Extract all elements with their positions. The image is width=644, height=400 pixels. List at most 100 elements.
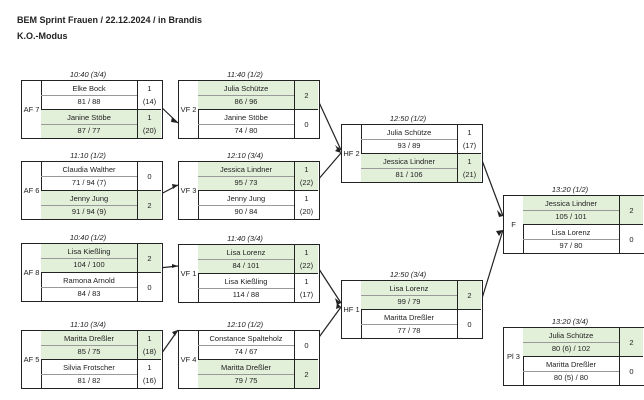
player-name: Julia Schütze <box>361 127 457 140</box>
player-score: 99 / 79 <box>397 297 421 306</box>
player-sets: 2 <box>458 281 481 310</box>
sets-value: 1 <box>467 157 472 166</box>
match-code: AF 5 <box>22 331 42 388</box>
sets-diff: (22) <box>299 261 314 270</box>
player-sets: 2 <box>620 328 643 357</box>
player-score: 74 / 80 <box>234 126 258 135</box>
match-time: 12:10 (3/4) <box>226 151 264 160</box>
match-time: 12:50 (3/4) <box>389 270 427 279</box>
match-time: 12:10 (1/2) <box>226 320 264 329</box>
sets-diff: (18) <box>142 347 157 356</box>
player-sets: 2 <box>295 360 318 388</box>
sets-value: 2 <box>467 290 472 300</box>
sets-value: 1 <box>467 128 472 137</box>
player-sets: 1(22) <box>295 162 318 191</box>
sets-diff: (14) <box>142 97 157 106</box>
sets-diff: (17) <box>462 141 477 150</box>
player-sets: 1 (18) <box>138 331 161 360</box>
match-time: 11:40 (3/4) <box>227 234 263 243</box>
player-sets: 1(22) <box>295 245 318 274</box>
match-time: 13:20 (3/4) <box>551 317 589 326</box>
sets-value: 2 <box>304 90 309 100</box>
player-sets: 0 <box>620 225 643 253</box>
player-name: Jessica Lindner <box>198 164 294 177</box>
sets-diff: (21) <box>462 170 477 179</box>
sets-value: 2 <box>147 200 152 210</box>
player-name: Maritta Dreßler <box>361 312 457 325</box>
match-code: VF 3 <box>179 162 199 219</box>
match-code: AF 6 <box>22 162 42 219</box>
sets-value: 1 <box>304 165 309 174</box>
match-time: 11:10 (3/4) <box>70 320 106 329</box>
player-score: 81 / 88 <box>77 97 101 106</box>
player-score: 91 / 94 (9) <box>71 207 107 216</box>
sets-value: 1 <box>147 334 152 343</box>
sets-value: 2 <box>147 253 152 263</box>
player-sets: 1(20) <box>295 191 318 219</box>
sets-value: 0 <box>147 282 152 292</box>
player-name: Lisa Lorenz <box>198 247 294 260</box>
player-score: 81 / 82 <box>77 376 101 385</box>
match-code: Pl 3 <box>504 328 524 385</box>
player-score: 93 / 89 <box>397 141 421 150</box>
player-name: Jessica Lindner <box>523 198 619 211</box>
sets-value: 1 <box>304 277 309 286</box>
sets-value: 2 <box>304 369 309 379</box>
player-name: Jenny Jung <box>198 193 294 206</box>
sets-value: 2 <box>629 337 634 347</box>
player-name: Lisa Lorenz <box>523 227 619 240</box>
sets-diff: (17) <box>299 290 314 299</box>
player-name: Julia Schütze <box>523 330 619 343</box>
match-time: 11:40 (1/2) <box>227 70 263 79</box>
player-sets: 0 <box>620 357 643 385</box>
player-name: Lisa Kießling <box>41 246 137 259</box>
sets-diff: (20) <box>299 207 314 216</box>
player-score: 84 / 101 <box>232 261 260 270</box>
player-sets: 1 (17) <box>295 274 318 302</box>
player-name: Lisa Lorenz <box>361 283 457 296</box>
player-name: Maritta Dreßler <box>523 359 619 372</box>
player-score: 114 / 88 <box>232 290 260 299</box>
player-score: 95 / 73 <box>234 178 258 187</box>
player-name: Julia Schütze <box>198 83 294 96</box>
player-sets: 1(20) <box>138 110 161 138</box>
player-score: 71 / 94 (7) <box>71 178 107 187</box>
sets-value: 0 <box>467 319 472 329</box>
player-score: 85 / 75 <box>77 347 101 356</box>
sets-value: 1 <box>147 84 152 93</box>
match-time: 12:50 (1/2) <box>389 114 427 123</box>
player-name: Elke Bock <box>41 83 137 96</box>
sets-diff: (16) <box>142 376 157 385</box>
player-sets: 0 <box>458 310 481 338</box>
player-name: Constance Spaltehol​z <box>198 333 294 346</box>
player-name: Maritta Dreßler <box>41 333 137 346</box>
player-name: Jenny Jung <box>41 193 137 206</box>
player-score: 79 / 75 <box>234 376 258 385</box>
match-code: VF 1 <box>179 245 199 302</box>
match-time: 11:10 (1/2) <box>70 151 106 160</box>
match-time: 13:20 (1/2) <box>551 185 589 194</box>
match-code: HF 2 <box>342 125 362 182</box>
player-sets: 2 <box>138 191 161 219</box>
player-sets: 2 <box>138 244 161 273</box>
player-name: Lisa Kießling <box>198 276 294 289</box>
